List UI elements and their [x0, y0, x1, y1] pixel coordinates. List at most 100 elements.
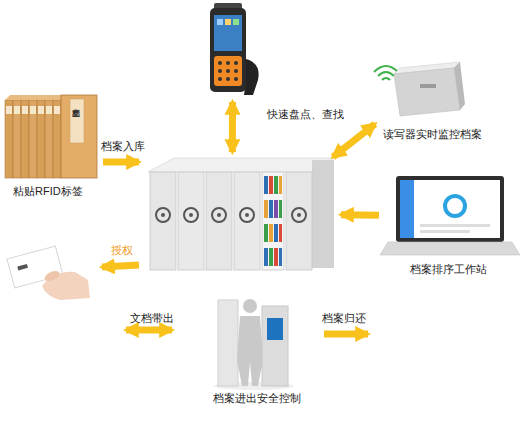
- flow-label: 文档带出: [130, 312, 174, 324]
- archive-boxes-illustration-part: [54, 106, 60, 114]
- shelving-node: [145, 155, 335, 272]
- handheld-reader-illustration-part: [233, 19, 239, 25]
- flow-arrow: [102, 265, 139, 267]
- gate-node: 档案进出安全控制: [215, 295, 295, 387]
- mobile-shelving-illustration-part: [217, 213, 221, 217]
- laptop-illustration-part: [420, 224, 490, 227]
- workstation-node: 档案排序工作站: [385, 175, 515, 257]
- mobile-shelving-illustration-part: [274, 176, 278, 194]
- node-caption: 读写器实时监控档案: [383, 128, 482, 141]
- mobile-shelving-illustration-part: [274, 248, 278, 266]
- archive-boxes-illustration-part: [5, 95, 66, 100]
- fixed-reader-illustration-part: [374, 66, 398, 72]
- archive-boxes-illustration-part: [13, 100, 21, 178]
- security-gate-illustration-part: [262, 306, 288, 386]
- edge-label: 授权: [111, 244, 133, 257]
- handheld-reader-illustration-part: [234, 61, 238, 65]
- archive-boxes-illustration-part: [61, 95, 97, 178]
- fixed-reader-node: 读写器实时监控档案: [385, 58, 463, 116]
- mobile-shelving-illustration-part: [292, 208, 306, 222]
- laptop-illustration-part: [420, 230, 470, 233]
- mobile-shelving-illustration-part: [279, 248, 282, 266]
- flow-arrow: [229, 102, 236, 152]
- laptop-illustration-part: [400, 180, 500, 238]
- fixed-reader-illustration: [374, 62, 465, 116]
- archive-boxes-illustration: [5, 95, 97, 178]
- security-gate-illustration: [214, 299, 294, 390]
- mobile-shelving-illustration-part: [279, 200, 282, 218]
- archive-boxes-illustration-part: [70, 99, 84, 143]
- mobile-shelving-illustration-part: [274, 200, 278, 218]
- mobile-shelving-illustration-part: [264, 248, 268, 266]
- handheld-reader-illustration: [210, 3, 259, 95]
- flow-arrow: [103, 158, 139, 165]
- mobile-shelving-illustration-part: [269, 224, 273, 242]
- handheld-reader-illustration-part: [234, 77, 238, 81]
- node-caption: 档案进出安全控制: [213, 392, 301, 405]
- archive-boxes-illustration-part: [53, 100, 61, 178]
- fixed-reader-illustration-part: [382, 78, 390, 80]
- card-in-hand-illustration: [7, 246, 90, 300]
- security-gate-illustration-part: [218, 300, 238, 386]
- archive-boxes-illustration-part: [30, 106, 36, 114]
- gate-arrows-part: [324, 331, 368, 338]
- security-gate-illustration-part: [237, 316, 263, 386]
- handheld-reader-illustration-part: [225, 19, 231, 25]
- handheld-reader-illustration-part: [210, 8, 246, 92]
- mobile-shelving-illustration-part: [245, 213, 249, 217]
- mobile-shelving-illustration-part: [274, 224, 278, 242]
- archive-boxes-illustration-part: [22, 106, 28, 114]
- mobile-shelving-illustration-part: [240, 208, 254, 222]
- mobile-shelving-illustration-part: [297, 213, 301, 217]
- handheld-reader-illustration-part: [218, 77, 222, 81]
- mobile-shelving-illustration-part: [206, 172, 232, 270]
- mobile-shelving-illustration-part: [279, 224, 282, 242]
- mobile-shelving-illustration-part: [264, 224, 268, 242]
- laptop-illustration-part: [445, 196, 465, 216]
- handheld-reader-illustration-part: [218, 61, 222, 65]
- mobile-shelving-illustration-part: [189, 213, 193, 217]
- card-in-hand-illustration-part: [43, 269, 61, 283]
- gate-arrows: [126, 330, 368, 334]
- fixed-reader-illustration-part: [420, 84, 436, 88]
- mobile-shelving-illustration-part: [264, 200, 268, 218]
- handheld-reader-node: 快速盘点、查找: [205, 4, 260, 94]
- handheld-reader-illustration-part: [218, 69, 222, 73]
- mobile-shelving-illustration-part: [269, 248, 273, 266]
- mobile-shelving-illustration-part: [184, 208, 198, 222]
- laptop-illustration-part: [396, 176, 504, 242]
- handheld-reader-illustration-part: [226, 77, 230, 81]
- security-gate-illustration-part: [267, 318, 283, 340]
- mobile-shelving-illustration-part: [148, 158, 334, 172]
- archive-boxes-illustration-part: [46, 106, 52, 114]
- card-node: [5, 240, 90, 300]
- fixed-reader-illustration-part: [454, 62, 465, 110]
- fixed-reader-illustration-part: [378, 72, 394, 76]
- archive-boxes-illustration-part: [5, 100, 13, 178]
- laptop-illustration-part: [380, 242, 520, 255]
- flow-arrow: [341, 211, 379, 219]
- mobile-shelving-illustration-part: [161, 213, 165, 217]
- mobile-shelving-illustration-part: [212, 208, 226, 222]
- handheld-reader-illustration-part: [217, 19, 223, 25]
- flow-arrow: [333, 124, 375, 157]
- mobile-shelving-illustration-part: [312, 160, 334, 268]
- mobile-shelving-illustration-part: [234, 172, 260, 270]
- laptop-illustration-part: [400, 180, 414, 238]
- mobile-shelving-illustration-part: [269, 200, 273, 218]
- gate-arrows-part: [126, 327, 172, 334]
- handheld-reader-illustration-part: [214, 15, 242, 51]
- mobile-shelving-illustration-part: [279, 176, 282, 194]
- mobile-shelving-illustration-part: [178, 172, 204, 270]
- mobile-shelving-illustration-part: [286, 172, 312, 270]
- mobile-shelving-illustration-part: [156, 208, 170, 222]
- archive-boxes-illustration-part: [6, 106, 12, 114]
- node-caption: 快速盘点、查找: [267, 108, 344, 121]
- archive-boxes-node: 粘贴RFID标签: [5, 95, 97, 177]
- fixed-reader-illustration-part: [394, 68, 460, 116]
- archive-boxes-illustration-part: [14, 106, 20, 114]
- mobile-shelving-illustration-part: [150, 172, 176, 270]
